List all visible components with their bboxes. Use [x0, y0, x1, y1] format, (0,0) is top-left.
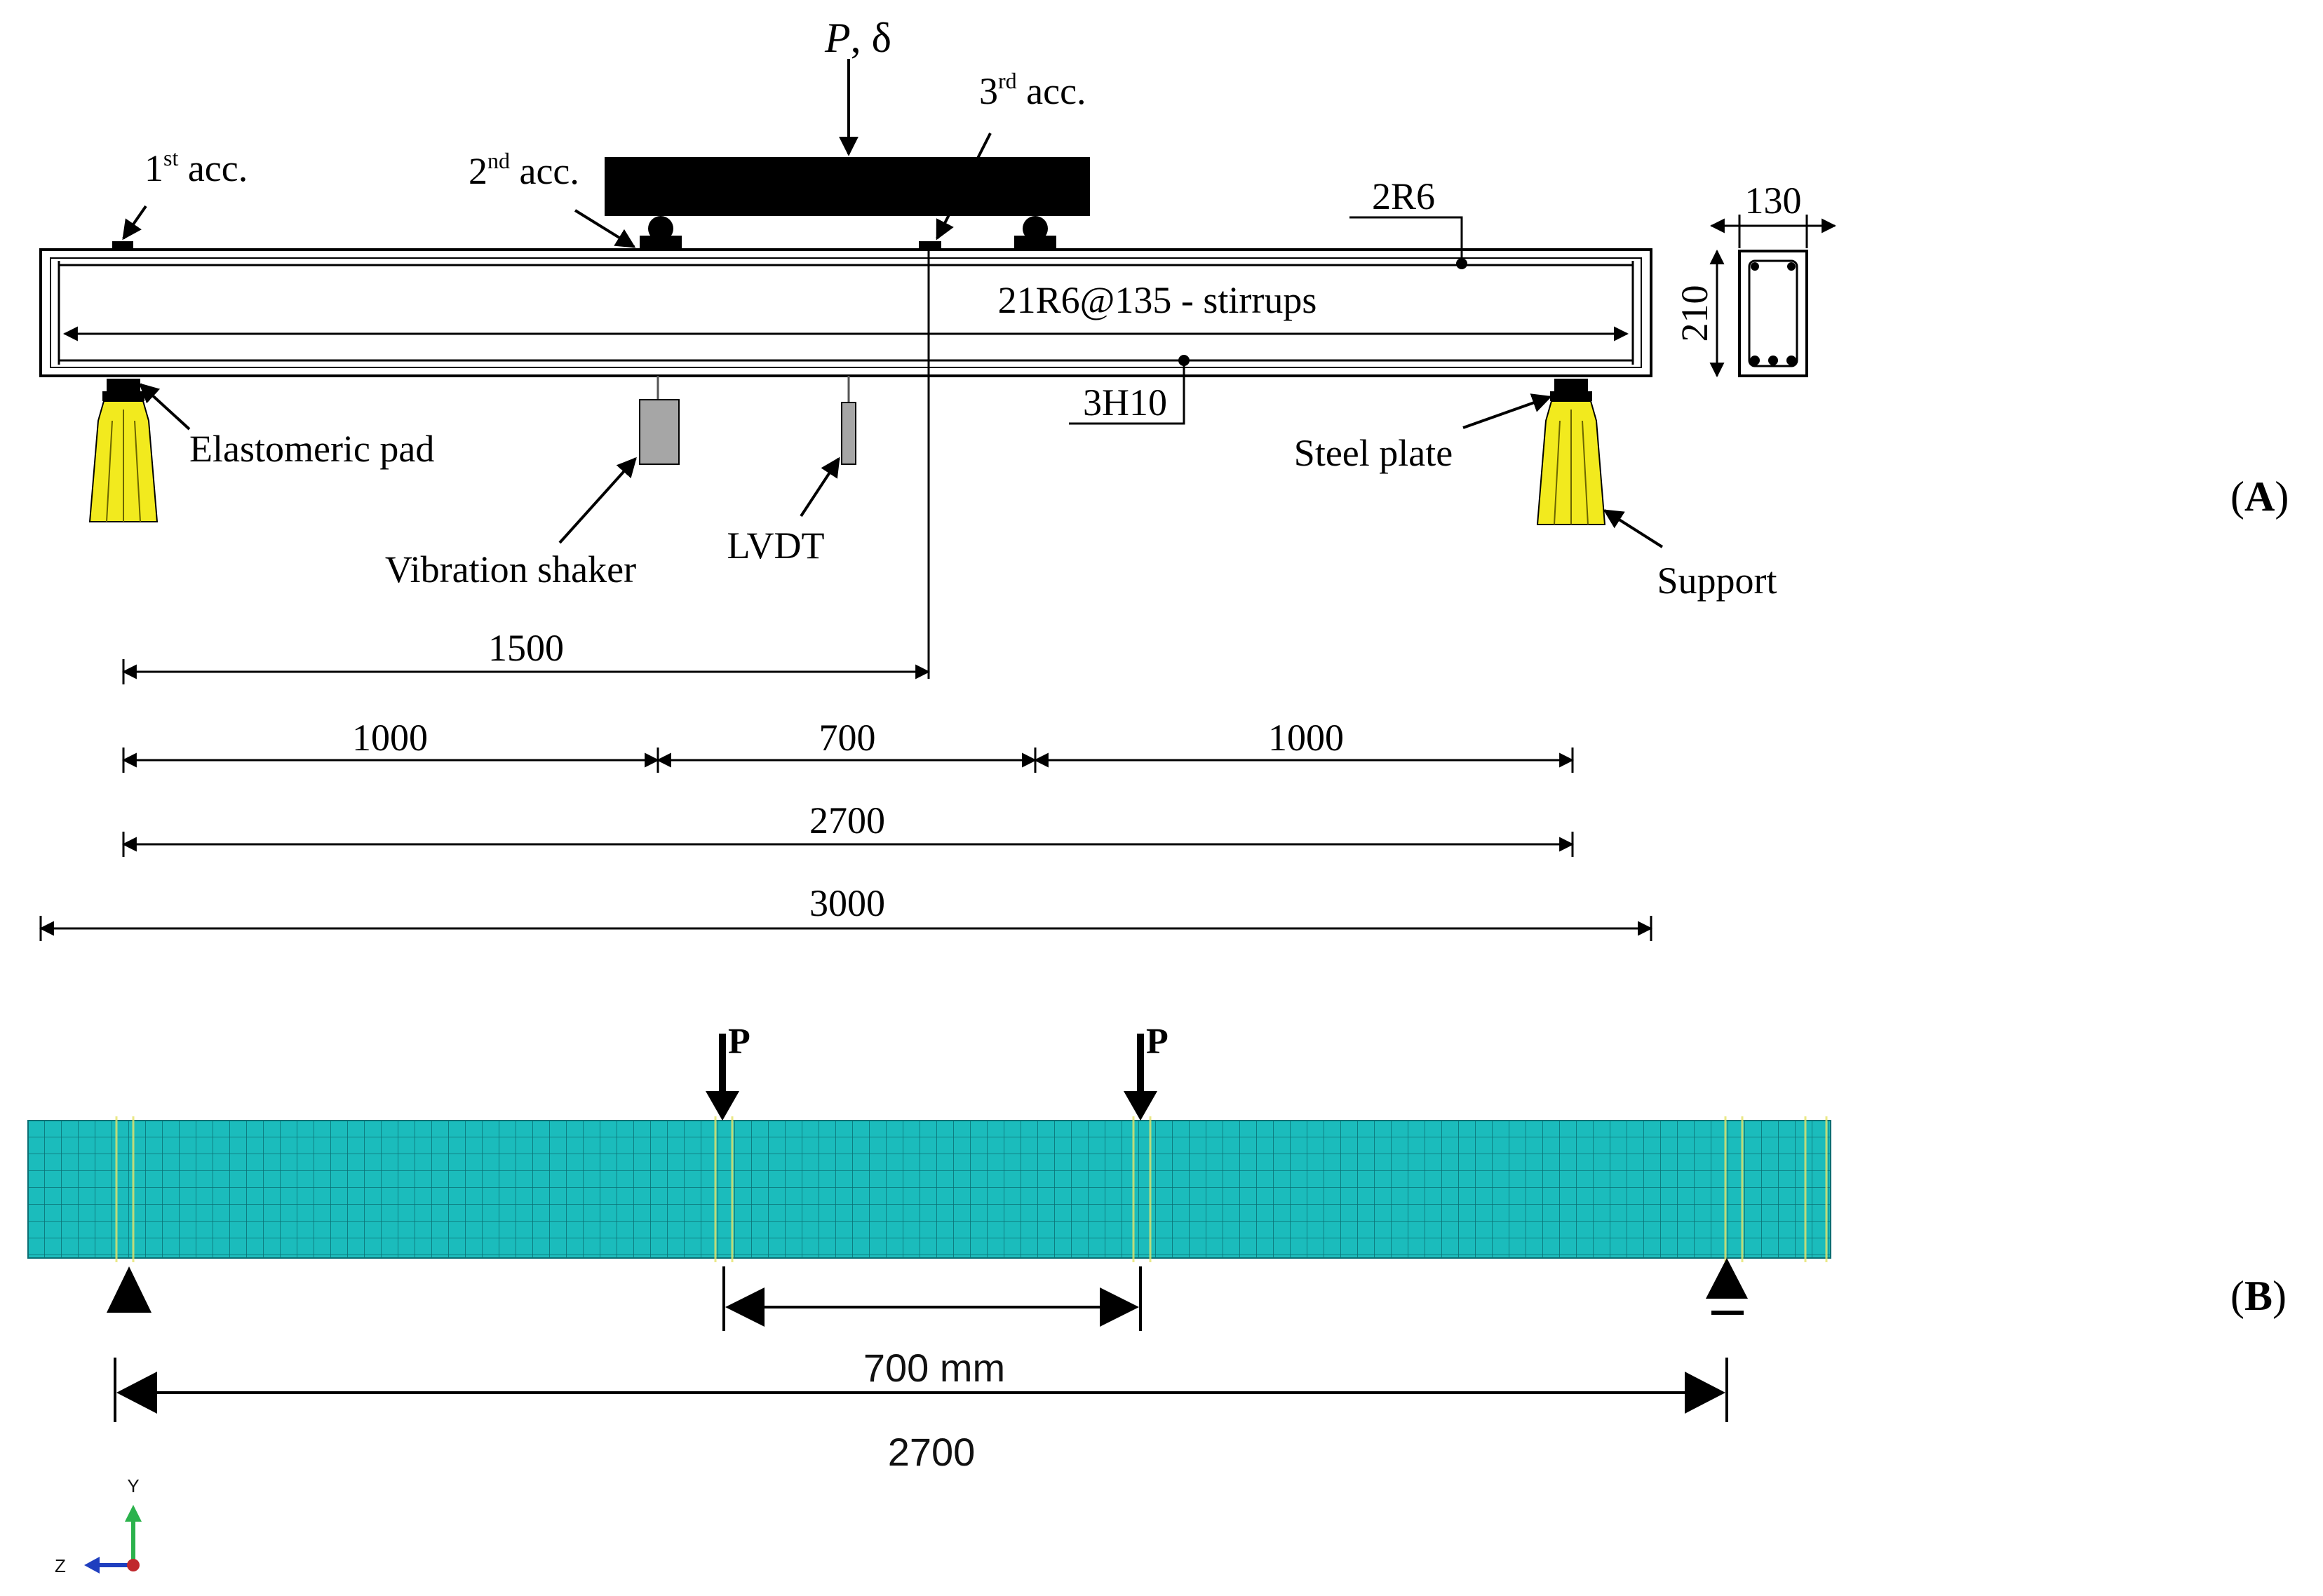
accelerometer-3: [919, 241, 941, 250]
svg-text:1500: 1500: [488, 627, 564, 669]
dim-1000-right-label: 1000: [1268, 717, 1344, 759]
right-point-load: [1124, 1034, 1157, 1121]
dimension-2700-mesh: 2700: [114, 1358, 1728, 1474]
bottom-bar-label: 3H10: [1083, 381, 1167, 424]
left-roller: [640, 216, 682, 250]
cross-section: [1738, 250, 1808, 377]
svg-text:3000: 3000: [809, 882, 885, 924]
shaker-leader: [558, 457, 637, 544]
lvdt-sensor: [841, 376, 856, 465]
axis-z-label: Z: [55, 1555, 66, 1576]
fe-mesh-beam: [27, 1120, 1831, 1259]
beam-inner-outline: [50, 257, 1642, 368]
pad-leader: [138, 383, 191, 431]
dim-700-label: 700: [819, 717, 876, 759]
top-bar-leader: [1349, 216, 1463, 264]
beam-outline: [39, 248, 1652, 377]
svg-text:2700: 2700: [809, 799, 885, 841]
dimension-row-1000-700-1000: 1000 700 1000: [121, 717, 1575, 773]
bottom-bar-leader: [1069, 360, 1185, 425]
mesh-highlight-lines: [115, 1116, 1828, 1262]
right-support: [1536, 379, 1606, 525]
pin-support-icon: [107, 1266, 152, 1313]
acc3-leader: [936, 133, 992, 241]
axis-y-label: Y: [127, 1475, 139, 1496]
dim-2700-mesh-label: 2700: [888, 1430, 976, 1474]
section-height-label: 210: [1674, 285, 1716, 342]
panel-b-tag: (B): [2230, 1273, 2287, 1319]
left-support: [88, 379, 159, 522]
support-label: Support: [1657, 560, 1777, 602]
dimension-3000: 3000: [39, 882, 1653, 941]
lvdt-label: LVDT: [727, 525, 824, 567]
accelerometer-1: [112, 241, 133, 250]
left-point-load: [706, 1034, 739, 1121]
dim-700mm-label: 700 mm: [863, 1346, 1005, 1390]
vibration-shaker: [639, 376, 680, 465]
panel-b: P P 700 mm 2700: [27, 1022, 2287, 1576]
axis-triad: Y Z: [55, 1475, 142, 1576]
dimension-1500: 1500: [121, 627, 931, 684]
left-load-label: P: [728, 1022, 750, 1062]
section-width-label: 130: [1745, 180, 1802, 222]
plate-leader: [1462, 393, 1552, 429]
lvdt-leader: [800, 457, 840, 518]
acc1-label: 1st acc.: [144, 145, 248, 189]
right-roller: [1014, 216, 1056, 250]
load-label: P, δ: [824, 15, 891, 61]
dimension-2700: 2700: [121, 799, 1575, 857]
loading-spreader-beam: [605, 157, 1090, 216]
dim-1000-left-label: 1000: [352, 717, 428, 759]
dimension-700mm: 700 mm: [722, 1266, 1142, 1390]
stirrups-label: 21R6@135 - stirrups: [998, 279, 1317, 321]
top-bar-label: 2R6: [1372, 175, 1435, 217]
plate-label: Steel plate: [1294, 432, 1453, 474]
shaker-label: Vibration shaker: [385, 548, 636, 590]
acc1-leader: [122, 205, 147, 241]
right-load-label: P: [1146, 1022, 1169, 1062]
acc2-leader: [574, 209, 636, 248]
acc3-label: 3rd acc.: [979, 68, 1086, 112]
acc2-label: 2nd acc.: [469, 148, 579, 192]
support-leader: [1603, 509, 1664, 548]
pad-label: Elastomeric pad: [189, 428, 434, 470]
roller-support-icon: [1706, 1258, 1748, 1315]
panel-a-tag: (A): [2230, 473, 2289, 520]
panel-a: 21R6@135 - stirrups 2R6 3H10 P, δ 1st ac…: [39, 15, 2289, 941]
